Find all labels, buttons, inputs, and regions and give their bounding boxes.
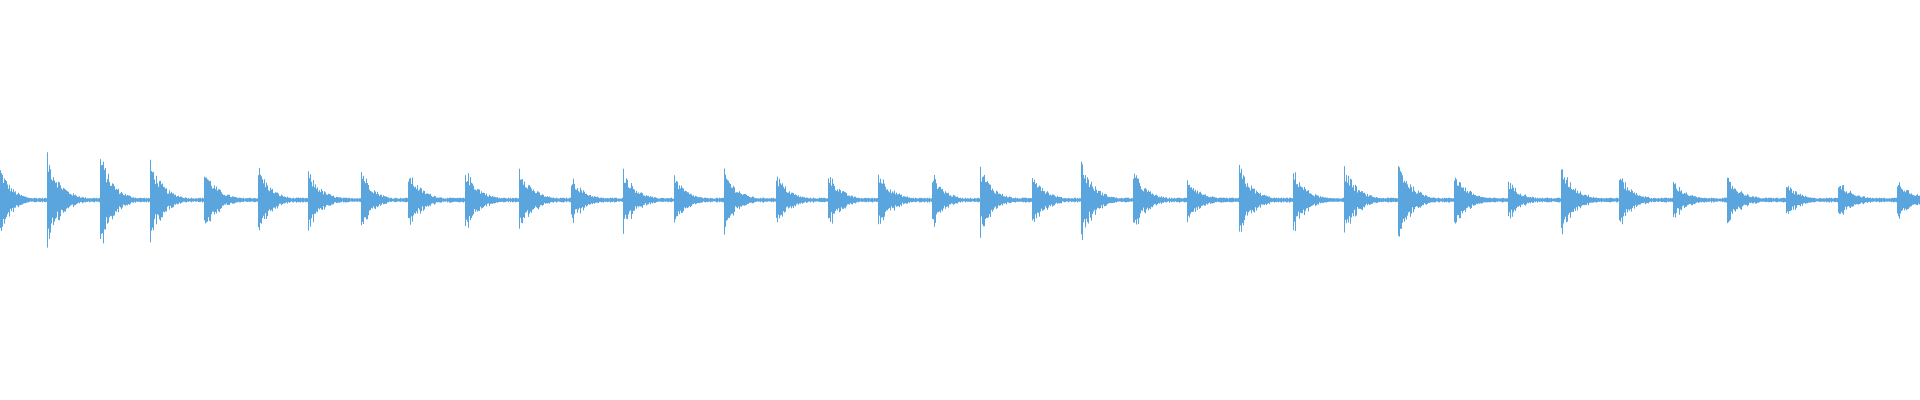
audio-waveform (0, 152, 1920, 248)
